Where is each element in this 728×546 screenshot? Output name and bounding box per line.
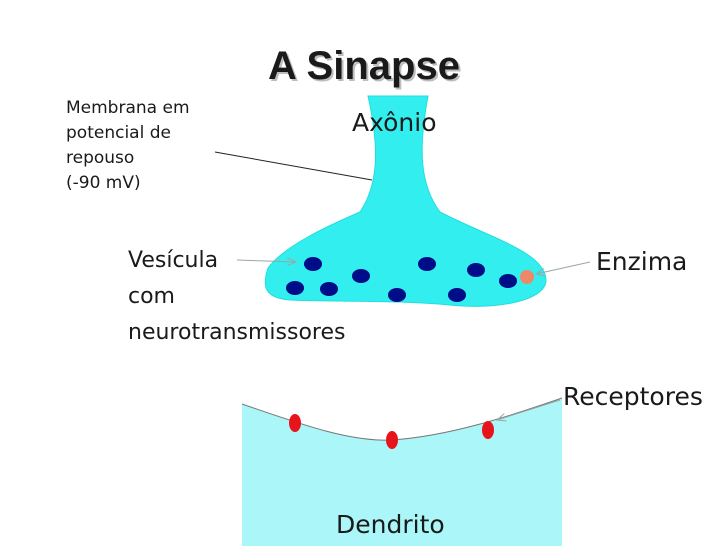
vesicle	[418, 257, 436, 271]
vesicle	[467, 263, 485, 277]
vesicle	[388, 288, 406, 302]
membrana-line-1: Membrana em	[66, 98, 190, 118]
vesicula-line-2: com	[128, 284, 175, 309]
enzima-label: Enzima	[596, 247, 688, 276]
enzyme-dot	[520, 270, 534, 284]
vesicle	[352, 269, 370, 283]
page-title: A Sinapse	[268, 44, 460, 88]
membrana-pointer	[214, 151, 373, 181]
axon-terminal	[264, 95, 547, 307]
vesicle	[499, 274, 517, 288]
vesicle	[448, 288, 466, 302]
vesicula-line-3: neurotransmissores	[128, 320, 346, 345]
vesicle	[320, 282, 338, 296]
axonio-label: Axônio	[352, 108, 437, 137]
vesicle	[286, 281, 304, 295]
vesicle	[304, 257, 322, 271]
receptor	[386, 431, 398, 449]
membrana-line-3: repouso	[66, 148, 135, 168]
vesicles	[286, 257, 517, 302]
vesicula-line-1: Vesícula	[128, 248, 219, 273]
receptors	[289, 414, 494, 449]
receptor	[289, 414, 301, 432]
vesicula-pointer	[236, 260, 296, 262]
receptor	[482, 421, 494, 439]
membrana-label: Membrana em potencial de repouso (-90 mV…	[66, 96, 190, 196]
vesicula-label: Vesícula com neurotransmissores	[128, 243, 346, 351]
receptores-label: Receptores	[563, 382, 703, 411]
receptores-pointer	[497, 399, 561, 420]
dendrite	[242, 398, 562, 546]
dendrito-label: Dendrito	[336, 510, 445, 539]
membrana-line-2: potencial de	[66, 123, 171, 143]
enzima-pointer	[536, 261, 591, 274]
membrana-line-4: (-90 mV)	[66, 173, 141, 193]
